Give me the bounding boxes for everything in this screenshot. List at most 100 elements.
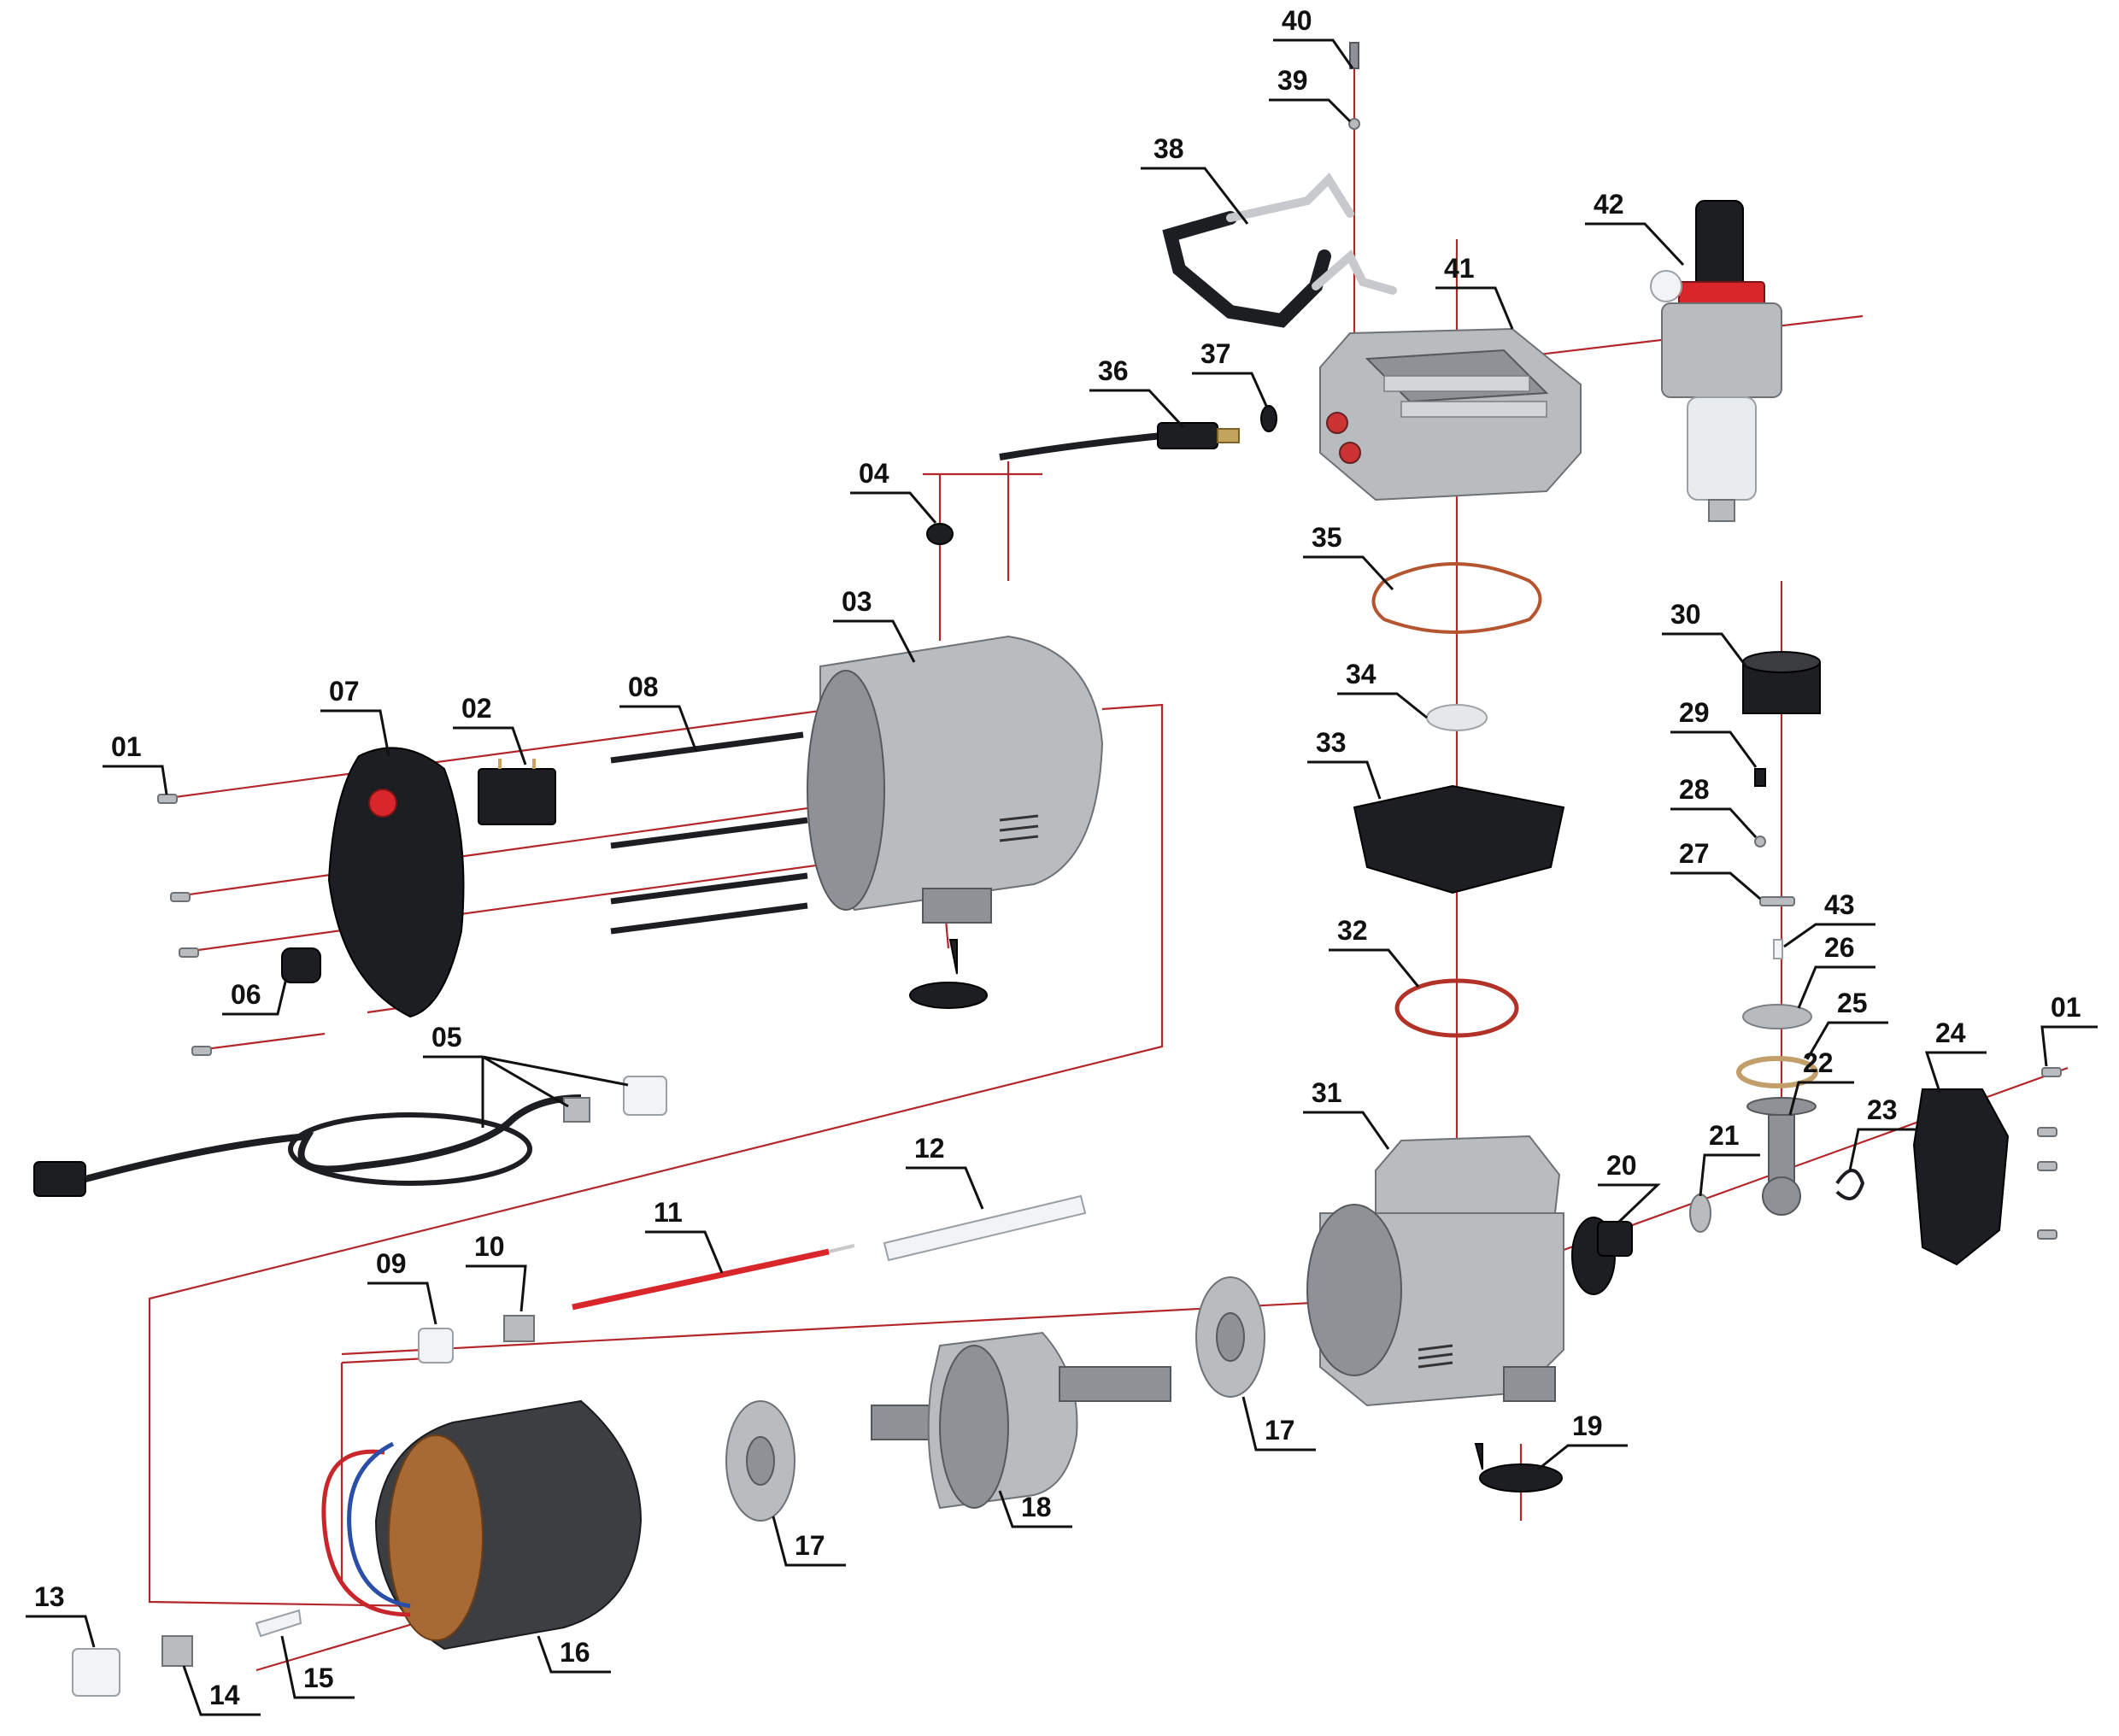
label-22: 22 [1803,1047,1834,1078]
part-21-bearing [1689,1194,1711,1233]
label-04: 04 [859,458,889,489]
label-14: 14 [209,1680,240,1710]
label-08: 08 [628,672,659,702]
label-30: 30 [1670,599,1701,630]
label-36: 36 [1098,355,1129,386]
callout-39: 39 [1269,65,1352,123]
callout-19: 19 [1537,1410,1628,1471]
label-16: 16 [560,1637,590,1668]
callout-13: 13 [26,1581,96,1648]
part-41-head-cover [1319,327,1582,501]
part-33-valve-plate [1353,784,1565,894]
callout-06: 06 [222,977,288,1016]
part-42-filter-regulator [1650,200,1782,522]
label-03: 03 [842,586,872,617]
label-37: 37 [1200,338,1231,369]
callout-14: 14 [182,1665,261,1716]
label-26: 26 [1824,932,1855,963]
callout-43: 43 [1783,889,1875,948]
label-25: 25 [1837,988,1868,1018]
callout-16: 16 [537,1635,611,1674]
part-03-motor-housing [807,635,1104,924]
part-30-cylinder-sleeve [1742,651,1821,714]
label-09: 09 [376,1248,407,1279]
callout-17-left: 17 [772,1516,846,1567]
label-10: 10 [474,1231,505,1262]
part-39-washer [1348,118,1360,130]
callout-38: 38 [1141,133,1249,225]
label-18: 18 [1021,1492,1052,1522]
label-06: 06 [231,979,261,1010]
label-07: 07 [329,676,360,707]
label-24: 24 [1935,1018,1966,1048]
label-05: 05 [431,1022,462,1053]
part-motor-foot [909,939,988,1009]
part-17-bearing-right [1195,1276,1265,1398]
label-31: 31 [1312,1077,1342,1108]
label-15: 15 [303,1663,334,1693]
label-01-left: 01 [111,731,142,762]
label-42: 42 [1594,189,1624,220]
callout-09: 09 [367,1248,437,1325]
part-07-end-cover [327,747,465,1018]
callout-20: 20 [1598,1150,1661,1223]
label-39: 39 [1277,65,1308,96]
part-08-through-bolts [610,731,808,935]
callout-35: 35 [1303,522,1394,591]
callout-01-right: 01 [2040,992,2098,1067]
callout-26: 26 [1797,932,1875,1009]
label-02: 02 [461,693,492,724]
callout-08: 08 [619,672,698,753]
part-36-cable-switch [999,422,1240,460]
callout-01-left: 01 [103,731,168,795]
callout-30: 30 [1662,599,1749,669]
callout-31: 31 [1303,1077,1390,1150]
callout-07: 07 [320,676,390,757]
callout-23: 23 [1848,1094,1918,1171]
part-12-insulation-sleeve [883,1194,1087,1262]
callout-04: 04 [850,458,937,524]
callout-28: 28 [1670,774,1758,839]
label-32: 32 [1337,915,1368,946]
label-01-right: 01 [2051,992,2081,1023]
part-13-connector-cap [72,1648,120,1697]
callout-18: 18 [998,1490,1072,1528]
part-04-grommet [926,523,954,545]
callout-37: 37 [1192,338,1268,407]
callout-42: 42 [1585,189,1685,267]
label-20: 20 [1606,1150,1637,1181]
label-34: 34 [1346,659,1376,689]
part-14-terminal [161,1635,193,1667]
label-41: 41 [1444,253,1475,284]
part-05-power-cord [33,1076,667,1197]
callout-15: 15 [280,1635,355,1699]
callout-32: 32 [1329,915,1420,988]
label-29: 29 [1679,697,1710,728]
part-26-disc [1742,1004,1812,1029]
callout-12: 12 [906,1133,984,1210]
part-22-connecting-rod [1746,1097,1817,1216]
part-40-screw [1349,42,1359,69]
part-20-eccentric [1571,1217,1633,1295]
part-29-screw [1754,768,1766,787]
label-17-left: 17 [795,1530,825,1561]
label-40: 40 [1282,5,1312,36]
label-43: 43 [1824,889,1855,920]
label-28: 28 [1679,774,1710,805]
part-17-bearing-left [725,1400,795,1522]
part-10-terminal [503,1315,535,1342]
callout-27: 27 [1670,838,1761,900]
callout-24: 24 [1924,1018,1987,1093]
label-23: 23 [1867,1094,1898,1125]
callout-41: 41 [1435,253,1514,330]
label-21: 21 [1709,1120,1740,1151]
callout-33: 33 [1307,727,1382,800]
part-43-screw [1773,939,1783,959]
part-01-screws-right [2037,1067,2062,1240]
callout-17-right: 17 [1241,1396,1316,1452]
callout-29: 29 [1670,697,1758,768]
label-12: 12 [914,1133,945,1164]
label-33: 33 [1316,727,1347,758]
part-38-handle [1162,173,1397,328]
part-35-gasket [1371,562,1542,634]
